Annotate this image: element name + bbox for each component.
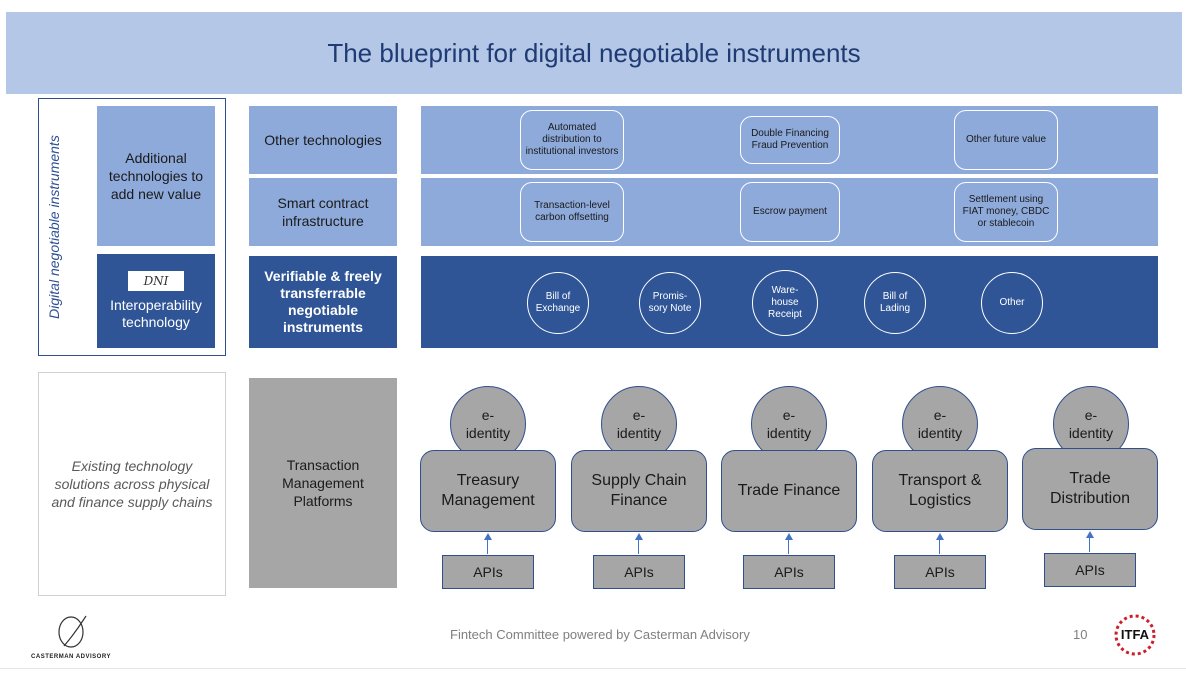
api-box: APIs [593, 555, 685, 589]
api-box: APIs [743, 555, 835, 589]
existing-tech-box: Existing technology solutions across phy… [38, 372, 226, 596]
tmp-label: Transaction Management Platforms [282, 457, 364, 509]
pill-automated-distribution: Automated distribution to institutional … [520, 110, 624, 170]
e-identity-circle: e-identity [450, 386, 526, 462]
api-connector-line [939, 540, 940, 554]
arrow-up-icon [484, 533, 492, 540]
e-identity-text: e-identity [917, 407, 963, 441]
api-label: APIs [624, 564, 654, 580]
pill-other-future-value: Other future value [954, 110, 1058, 170]
platform-name: Trade Finance [737, 482, 841, 499]
api-connector-line [487, 540, 488, 554]
platform-transport-logistics: Transport & Logistics [872, 450, 1008, 532]
interop-box: DNI Interoperability technology [97, 254, 215, 348]
api-connector-line [1089, 538, 1090, 552]
arrow-up-icon [936, 533, 944, 540]
e-identity-text: e-identity [616, 407, 662, 441]
platform-trade-finance: Trade Finance [721, 450, 857, 532]
pill-text: Transaction-level carbon offsetting [534, 200, 610, 223]
casterman-logo: CASTERMAN ADVISORY [16, 612, 126, 664]
row-label-other-tech: Other technologies [249, 106, 397, 174]
smart-contract-label: Smart contract infrastructure [277, 195, 369, 229]
side-label: Digital negotiable instruments [46, 135, 62, 319]
pill-text: Double Financing Fraud Prevention [751, 128, 829, 151]
platform-name: Trade Distribution [1049, 470, 1131, 507]
circle-promissory-note: Promis-sory Note [639, 272, 701, 334]
footer-divider [0, 668, 1186, 669]
e-identity-text: e-identity [766, 407, 812, 441]
api-connector-line [638, 540, 639, 554]
verifiable-label: Verifiable & freely transferrable negoti… [264, 268, 382, 335]
e-identity-text: e-identity [465, 407, 511, 441]
pill-text: Escrow payment [753, 206, 827, 217]
circle-other: Other [981, 272, 1043, 334]
e-identity-circle: e-identity [902, 386, 978, 462]
footer-credit: Fintech Committee powered by Casterman A… [450, 627, 750, 642]
platform-supply-chain-finance: Supply Chain Finance [571, 450, 707, 532]
api-box: APIs [894, 555, 986, 589]
casterman-logo-text: CASTERMAN ADVISORY [31, 654, 111, 660]
interop-label: Interoperability technology [110, 297, 202, 330]
pill-text: Automated distribution to institutional … [525, 122, 619, 157]
platform-name: Supply Chain Finance [591, 472, 687, 509]
row-label-verifiable: Verifiable & freely transferrable negoti… [249, 256, 397, 348]
other-tech-label: Other technologies [264, 132, 382, 148]
itfa-logo-mark [1114, 614, 1156, 656]
api-label: APIs [925, 564, 955, 580]
casterman-logo-mark [58, 615, 87, 648]
api-label: APIs [774, 564, 804, 580]
dni-logo: DNI [128, 271, 184, 291]
circle-text: Bill of Lading [879, 291, 911, 314]
platform-name: Transport & Logistics [898, 472, 982, 509]
pill-double-financing: Double Financing Fraud Prevention [740, 116, 840, 164]
page-number: 10 [1073, 627, 1088, 642]
title-band: The blueprint for digital negotiable ins… [6, 12, 1182, 94]
api-box: APIs [1044, 553, 1136, 587]
pill-text: Other future value [965, 134, 1047, 145]
circle-bill-of-lading: Bill of Lading [864, 272, 926, 334]
platform-trade-distribution: Trade Distribution [1022, 448, 1158, 530]
slide-title: The blueprint for digital negotiable ins… [327, 37, 861, 68]
circle-text: Ware-house Receipt [768, 285, 802, 320]
row-label-tmp: Transaction Management Platforms [249, 378, 397, 588]
pill-escrow-payment: Escrow payment [740, 182, 840, 242]
arrow-up-icon [1086, 531, 1094, 538]
row-label-smart-contract: Smart contract infrastructure [249, 178, 397, 246]
additional-tech-box: Additional technologies to add new value [97, 106, 215, 246]
existing-tech-label: Existing technology solutions across phy… [51, 458, 213, 510]
arrow-up-icon [785, 533, 793, 540]
itfa-logo: ITFA [1114, 614, 1156, 656]
circle-warehouse-receipt: Ware-house Receipt [752, 270, 818, 336]
pill-settlement: Settlement using FIAT money, CBDC or sta… [954, 182, 1058, 242]
side-label-container: Digital negotiable instruments [38, 98, 70, 356]
api-connector-line [788, 540, 789, 554]
dni-logo-text: DNI [143, 273, 169, 288]
api-box: APIs [442, 555, 534, 589]
platform-name: Treasury Management [441, 472, 535, 509]
e-identity-circle: e-identity [751, 386, 827, 462]
circle-text: Promis-sory Note [648, 291, 692, 314]
circle-text: Other [999, 297, 1025, 308]
api-label: APIs [1075, 562, 1105, 578]
additional-tech-label: Additional technologies to add new value [108, 150, 204, 202]
circle-text: Bill of Exchange [535, 291, 581, 314]
e-identity-circle: e-identity [601, 386, 677, 462]
api-label: APIs [473, 564, 503, 580]
e-identity-text: e-identity [1068, 407, 1114, 441]
circle-bill-of-exchange: Bill of Exchange [527, 272, 589, 334]
itfa-logo-text: ITFA [1120, 627, 1150, 642]
platform-treasury-management: Treasury Management [420, 450, 556, 532]
pill-text: Settlement using FIAT money, CBDC or sta… [962, 194, 1050, 229]
pill-carbon-offsetting: Transaction-level carbon offsetting [520, 182, 624, 242]
arrow-up-icon [635, 533, 643, 540]
